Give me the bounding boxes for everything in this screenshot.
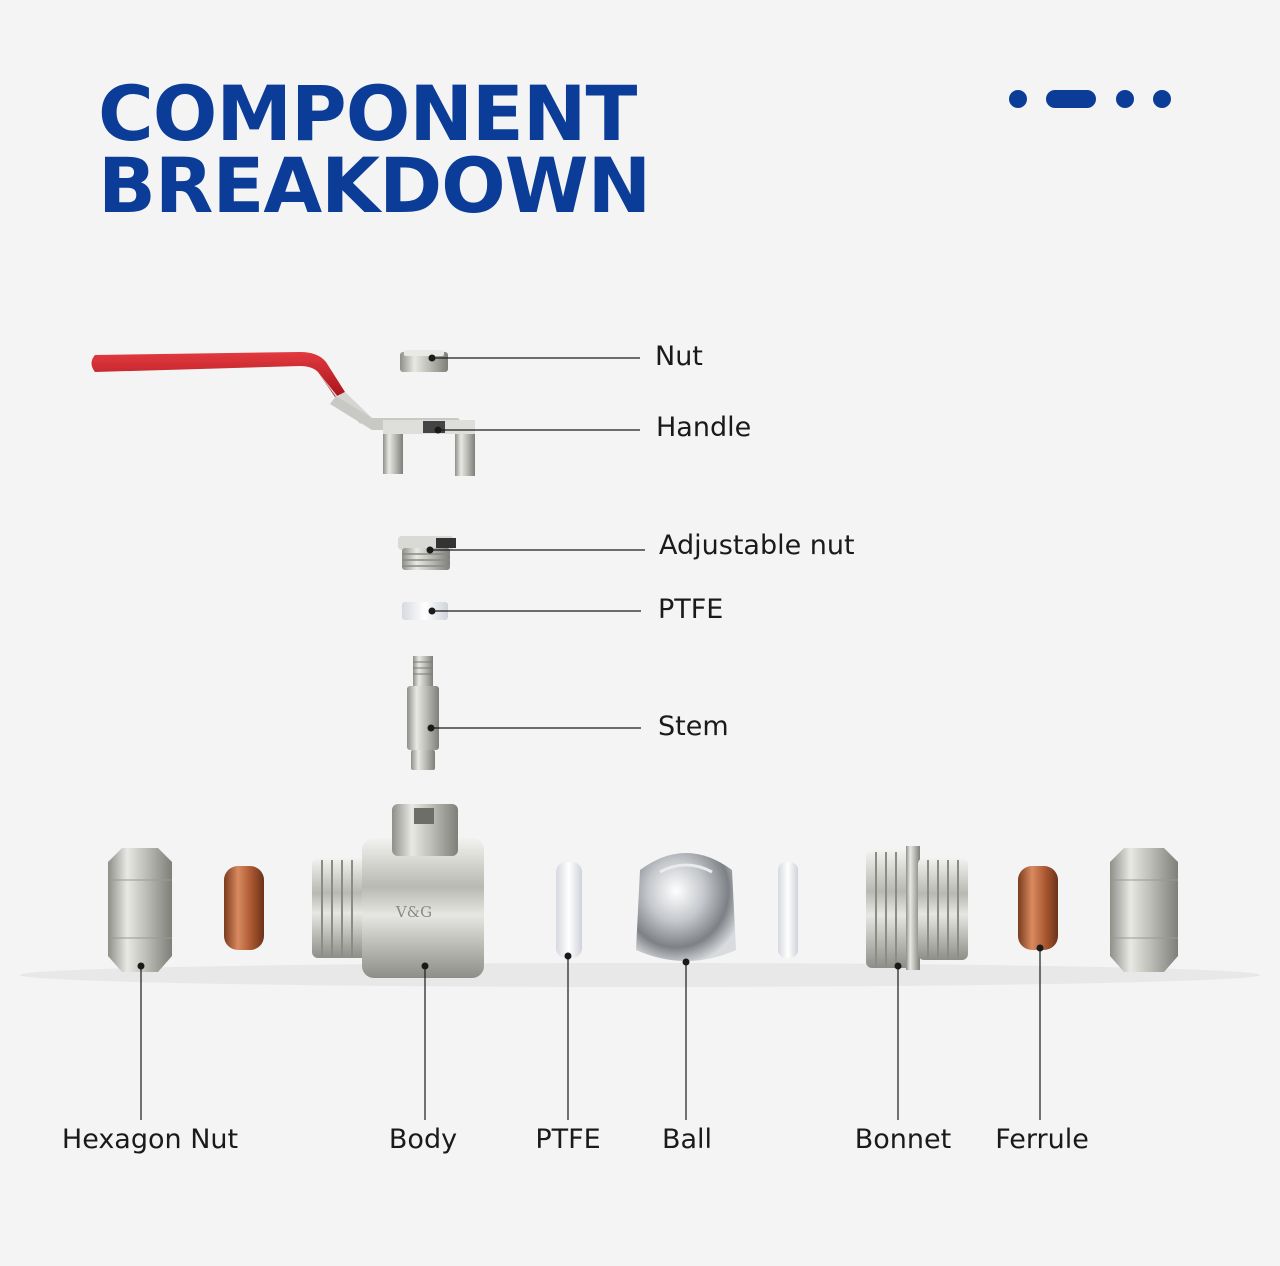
ferrule-right-part: [1018, 866, 1058, 950]
adjustable-nut-part: [398, 536, 456, 570]
stem-part: [407, 656, 439, 770]
hexagon-nut-left-part: [108, 848, 172, 972]
label-hexagon-nut: Hexagon Nut: [61, 1124, 239, 1155]
pagination-dot[interactable]: [1116, 90, 1134, 108]
label-handle: Handle: [656, 412, 752, 443]
label-adjustable-nut: Adjustable nut: [659, 530, 855, 561]
nut-part: [400, 350, 448, 372]
page-title: COMPONENT BREAKDOWN: [98, 69, 651, 230]
label-nut: Nut: [655, 341, 703, 372]
bonnet-part: [866, 846, 968, 970]
ball-part: [636, 853, 736, 961]
label-stem: Stem: [658, 711, 729, 742]
leader-lines: [137, 354, 1044, 1120]
title-line-1: COMPONENT: [98, 69, 637, 158]
ferrule-left-part: [224, 866, 264, 950]
pagination-dot[interactable]: [1009, 90, 1027, 108]
label-ptfe-top: PTFE: [658, 594, 724, 625]
label-ferrule: Ferrule: [995, 1124, 1089, 1155]
pagination-dot[interactable]: [1153, 90, 1171, 108]
ptfe-washer-top: [402, 602, 448, 620]
ptfe-seat-right: [778, 862, 798, 958]
hexagon-nut-right-part: [1110, 848, 1178, 972]
label-ptfe-bottom: PTFE: [535, 1124, 601, 1155]
handle-part: [91, 352, 475, 476]
ptfe-seat-left: [556, 862, 582, 958]
label-ball: Ball: [661, 1124, 713, 1155]
valve-body-part: V&G: [312, 804, 484, 978]
body-marking: V&G: [395, 903, 432, 921]
pagination-dot-active[interactable]: [1046, 90, 1096, 108]
title-line-2: BREAKDOWN: [98, 141, 651, 230]
pagination-dots: [1009, 90, 1171, 108]
label-body: Body: [388, 1124, 458, 1155]
label-bonnet: Bonnet: [854, 1124, 952, 1155]
floor-shadow: [20, 963, 1260, 987]
